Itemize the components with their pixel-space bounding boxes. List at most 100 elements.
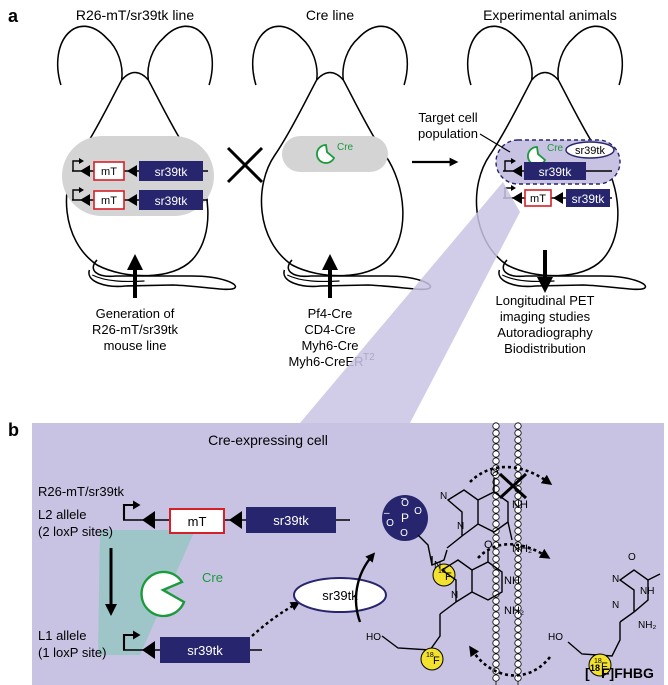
mouse1-bottom-sr39tk: sr39tk <box>155 194 189 208</box>
lipid-head <box>514 660 522 668</box>
f18-marker-middle <box>420 647 444 671</box>
panel-b-letter: b <box>8 420 19 440</box>
lipid-head <box>514 618 522 626</box>
mouse1-title: R26-mT/sr39tk line <box>76 7 194 23</box>
mouse2-caption-line1: Pf4-Cre <box>308 306 353 321</box>
lipid-head <box>514 576 522 584</box>
lipid-head <box>492 569 500 577</box>
lipid-head <box>492 625 500 633</box>
mouse1-caption: Generation of R26-mT/sr39tk mouse line <box>92 306 178 353</box>
lipid-head <box>514 632 522 640</box>
mouse1-top-sr39tk: sr39tk <box>155 165 189 179</box>
guanine-ext-nh2: NH₂ <box>638 620 656 631</box>
guanine-ext-nh: NH <box>640 586 654 597</box>
l2-line2: (2 loxP sites) <box>38 524 113 539</box>
guanine-mid-o: O <box>484 539 493 551</box>
tracer-mass: 18 <box>590 663 600 673</box>
lipid-head <box>514 625 522 633</box>
mouse3-mt: mT <box>530 193 546 205</box>
lipid-head <box>514 646 522 654</box>
sr39tk-enzyme-label: sr39tk <box>322 588 358 603</box>
mouse2-caption-line4: Myh6-CreER <box>288 354 363 369</box>
lipid-head <box>514 569 522 577</box>
blocked-x-icon <box>498 472 528 500</box>
guanine-ext-n1: N <box>612 600 619 611</box>
lipid-head <box>492 499 500 507</box>
lipid-head <box>514 667 522 675</box>
cre-pacman-icon <box>140 570 186 618</box>
lipid-head <box>492 534 500 542</box>
mouse2-caption-line3: Myh6-Cre <box>301 338 358 353</box>
lipid-head <box>514 422 522 430</box>
phosphate-o-top: O <box>401 498 409 509</box>
lipid-head <box>492 653 500 661</box>
guanine-ext-o: O <box>628 552 636 563</box>
lipid-head <box>492 422 500 430</box>
lipid-head <box>514 639 522 647</box>
lipid-head <box>514 457 522 465</box>
guanine-ext-n2: N <box>612 574 619 585</box>
lipid-head <box>492 576 500 584</box>
lipid-head <box>514 492 522 500</box>
lipid-head <box>492 604 500 612</box>
phosphate-group <box>382 495 428 541</box>
mouse1-caption-line1: Generation of <box>96 306 175 321</box>
lipid-head <box>492 597 500 605</box>
mouse1-construct-bottom: mT sr39tk <box>72 186 208 210</box>
intracellular-ho: HO <box>366 632 381 643</box>
lipid-head <box>492 436 500 444</box>
cross-symbol <box>226 146 264 184</box>
mouse3-caption: Longitudinal PET imaging studies Autorad… <box>495 293 594 356</box>
guanine-mid-n2: N <box>434 560 441 571</box>
mouse2-title: Cre line <box>306 7 354 23</box>
tracer-bracket: [ <box>585 665 590 681</box>
lipid-head <box>492 457 500 465</box>
f18-ext-symbol: F <box>601 661 608 673</box>
lipid-head <box>514 436 522 444</box>
mouse3-caption-line3: Autoradiography <box>497 325 593 340</box>
f18-ext-mass: 18 <box>594 658 602 665</box>
l1-sr39tk: sr39tk <box>187 643 223 658</box>
lipid-head <box>514 548 522 556</box>
extracellular-fhbg: HO 18 F O NH NH₂ N N <box>548 552 661 677</box>
l1-construct: sr39tk <box>122 629 262 663</box>
f18-top-mass: 18 <box>438 568 446 575</box>
allele-name: R26-mT/sr39tk <box>38 484 124 499</box>
mouse3-bottom-sr39tk: sr39tk <box>572 192 606 206</box>
mouse3-enzyme-label: sr39tk <box>575 145 605 157</box>
phosphate-o-right: O <box>414 506 422 517</box>
lipid-head <box>492 506 500 514</box>
lipid-head <box>514 506 522 514</box>
panel-a-letter: a <box>8 6 19 26</box>
target-label-pointer <box>479 133 511 153</box>
cell-title: Cre-expressing cell <box>208 432 328 448</box>
guanine-top-nh: NH <box>512 499 528 511</box>
lipid-head <box>514 534 522 542</box>
lipid-head <box>514 653 522 661</box>
mouse3-cre-label: Cre <box>547 143 564 154</box>
guanine-mid-nh: NH <box>504 575 520 587</box>
lipid-head <box>514 429 522 437</box>
lipid-head <box>514 583 522 591</box>
f18-mid-symbol: F <box>433 655 440 667</box>
lipid-head <box>492 429 500 437</box>
phosphorylation-arrow <box>354 552 376 623</box>
lipid-head <box>514 604 522 612</box>
extracellular-ho: HO <box>548 632 563 643</box>
lipid-head <box>514 590 522 598</box>
lipid-head <box>492 520 500 528</box>
mouse3-title: Experimental animals <box>483 7 617 23</box>
f18-marker-extracellular <box>588 653 612 677</box>
intracellular-fhbg: HO 18 F O NH NH₂ N N <box>366 539 524 671</box>
l1-line1: L1 allele <box>38 628 86 643</box>
lipid-head <box>492 660 500 668</box>
expression-arrow <box>251 601 301 637</box>
zoom-funnel <box>300 182 520 423</box>
sr39tk-enzyme <box>293 577 387 613</box>
phosphate-charge-1: – <box>384 508 390 519</box>
lipid-head <box>514 450 522 458</box>
target-label-line1: Target cell <box>418 110 477 125</box>
mouse1-bottom-mt: mT <box>101 195 117 207</box>
guanine-top-n2: N <box>440 491 447 502</box>
lipid-head <box>514 443 522 451</box>
